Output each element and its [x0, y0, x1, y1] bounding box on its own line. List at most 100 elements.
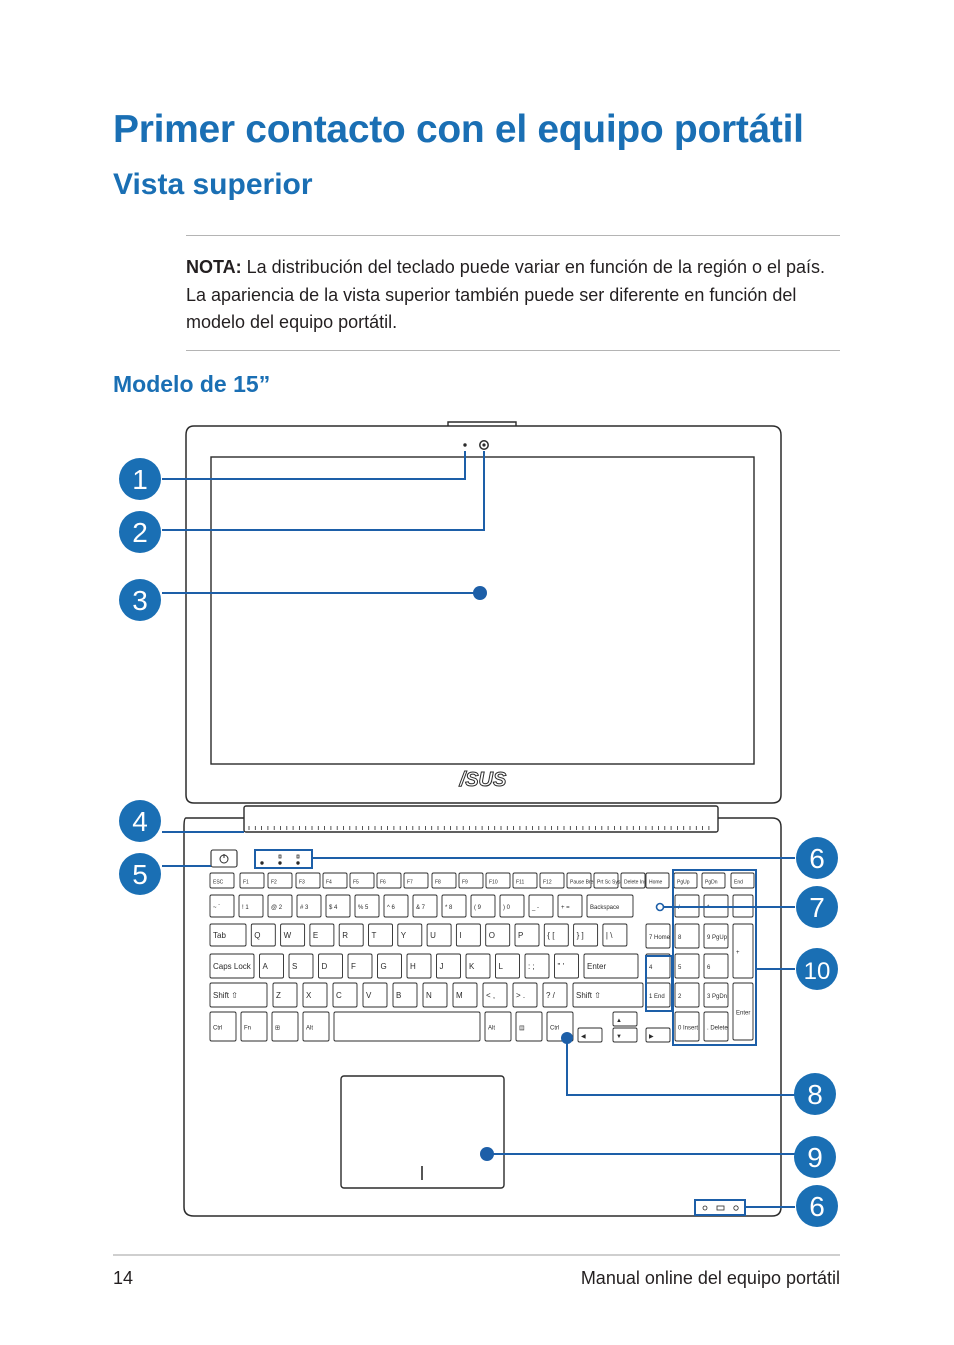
key-label: V [366, 991, 372, 1000]
key-label: ▼ [616, 1034, 622, 1040]
keyboard-key: Fn [240, 1011, 268, 1042]
keyboard-key: | \ [602, 923, 628, 947]
keyboard-key: 0 Insert [674, 1011, 700, 1042]
key-cap [470, 894, 496, 918]
keyboard-key: ^ 6 [383, 894, 409, 918]
key-label: F11 [516, 880, 524, 886]
key-cap [620, 872, 646, 889]
keyboard-key: O [485, 923, 511, 947]
key-label: { [ [547, 931, 555, 940]
key-label: ~ ` [213, 905, 220, 911]
key-cap [566, 872, 592, 889]
key-cap [645, 1027, 671, 1043]
key-label: Backspace [590, 905, 620, 911]
keyboard-key: ( 9 [470, 894, 496, 918]
keyboard-key: F7 [403, 872, 429, 889]
key-label: F [351, 962, 356, 971]
key-cap [259, 953, 284, 979]
key-cap [296, 894, 322, 918]
key-cap [426, 923, 452, 947]
key-cap [347, 953, 373, 979]
keyboard-key: { [ [543, 923, 569, 947]
key-cap [209, 923, 247, 947]
key-cap [542, 982, 568, 1008]
key-label: Shift ⇧ [576, 991, 601, 1000]
key-cap [703, 953, 729, 979]
key-label: } ] [577, 931, 584, 940]
key-label: 7 Home [649, 935, 671, 941]
keyboard-key: H [406, 953, 432, 979]
callout-number: 2 [132, 517, 148, 548]
key-cap [593, 872, 619, 889]
key-label: F8 [435, 880, 441, 886]
key-label: A [263, 962, 269, 971]
keyboard-key: X [302, 982, 328, 1008]
keyboard-key: + [732, 923, 754, 979]
key-label: 6 [707, 965, 711, 971]
keyboard-key: Delete Insert [620, 872, 653, 889]
callout-number: 10 [804, 958, 831, 985]
key-cap [412, 894, 438, 918]
lid-outline [185, 425, 782, 804]
keyboard-key: S [288, 953, 314, 979]
keyboard-key: 4 [645, 953, 671, 979]
key-label: U [430, 931, 436, 940]
keyboard-key: % 5 [354, 894, 380, 918]
key-label: PgDn [705, 880, 718, 886]
key-label: Pause Break [570, 880, 599, 886]
leader-1 [162, 451, 466, 480]
keyboard-key: } ] [573, 923, 599, 947]
key-cap [267, 872, 293, 889]
keyboard-key: ▼ [612, 1027, 638, 1043]
callout-bubble [119, 579, 161, 621]
key-cap [482, 982, 508, 1008]
keyboard-key: ? / [542, 982, 568, 1008]
key-label: Q [254, 931, 260, 940]
callout-1: 1 [119, 458, 161, 500]
page-number: 14 [113, 1268, 134, 1288]
key-cap [376, 872, 402, 889]
key-cap [524, 953, 550, 979]
key-cap [325, 894, 351, 918]
note-bottom-rule [186, 350, 840, 351]
key-cap [431, 872, 457, 889]
keyboard-key: : ; [524, 953, 550, 979]
keyboard-key: 3 PgDn [703, 982, 729, 1008]
keyboard-key: P [514, 923, 540, 947]
key-cap [354, 894, 380, 918]
key-label: F6 [380, 880, 386, 886]
keyboard-key: Prt Sc SysRq [593, 872, 627, 889]
key-cap [209, 982, 268, 1008]
key-cap [333, 1011, 481, 1042]
status-indicators-top [260, 854, 300, 865]
callout-number: 9 [807, 1142, 823, 1173]
key-cap [701, 872, 726, 889]
key-cap [441, 894, 467, 918]
key-cap [295, 872, 321, 889]
key-cap [392, 982, 418, 1008]
keyboard-key: A [259, 953, 284, 979]
key-cap [554, 953, 579, 979]
key-cap [674, 982, 700, 1008]
key-cap [512, 872, 538, 889]
callout-7: 7 [796, 886, 838, 928]
callout-number: 4 [132, 806, 148, 837]
power-button [210, 849, 238, 868]
callout-6: 6 [796, 1185, 838, 1227]
keyboard-key: _ - [528, 894, 554, 918]
section-subtitle: Vista superior [113, 168, 313, 201]
key-cap [238, 894, 264, 918]
laptop-lid [185, 421, 782, 804]
keyboard-key: T [368, 923, 393, 947]
key-label: Ctrl [550, 1026, 559, 1032]
callout-number: 3 [132, 585, 148, 616]
key-cap [271, 1011, 299, 1042]
key-cap [703, 1011, 729, 1042]
callout-bubble [796, 886, 838, 928]
key-label: Home [649, 880, 663, 886]
keyboard-key: 8 [674, 923, 700, 949]
key-label: " ' [558, 962, 565, 971]
key-cap [485, 872, 511, 889]
keyboard-key: Pause Break [566, 872, 599, 889]
keyboard-key: 9 PgUp [703, 923, 729, 949]
